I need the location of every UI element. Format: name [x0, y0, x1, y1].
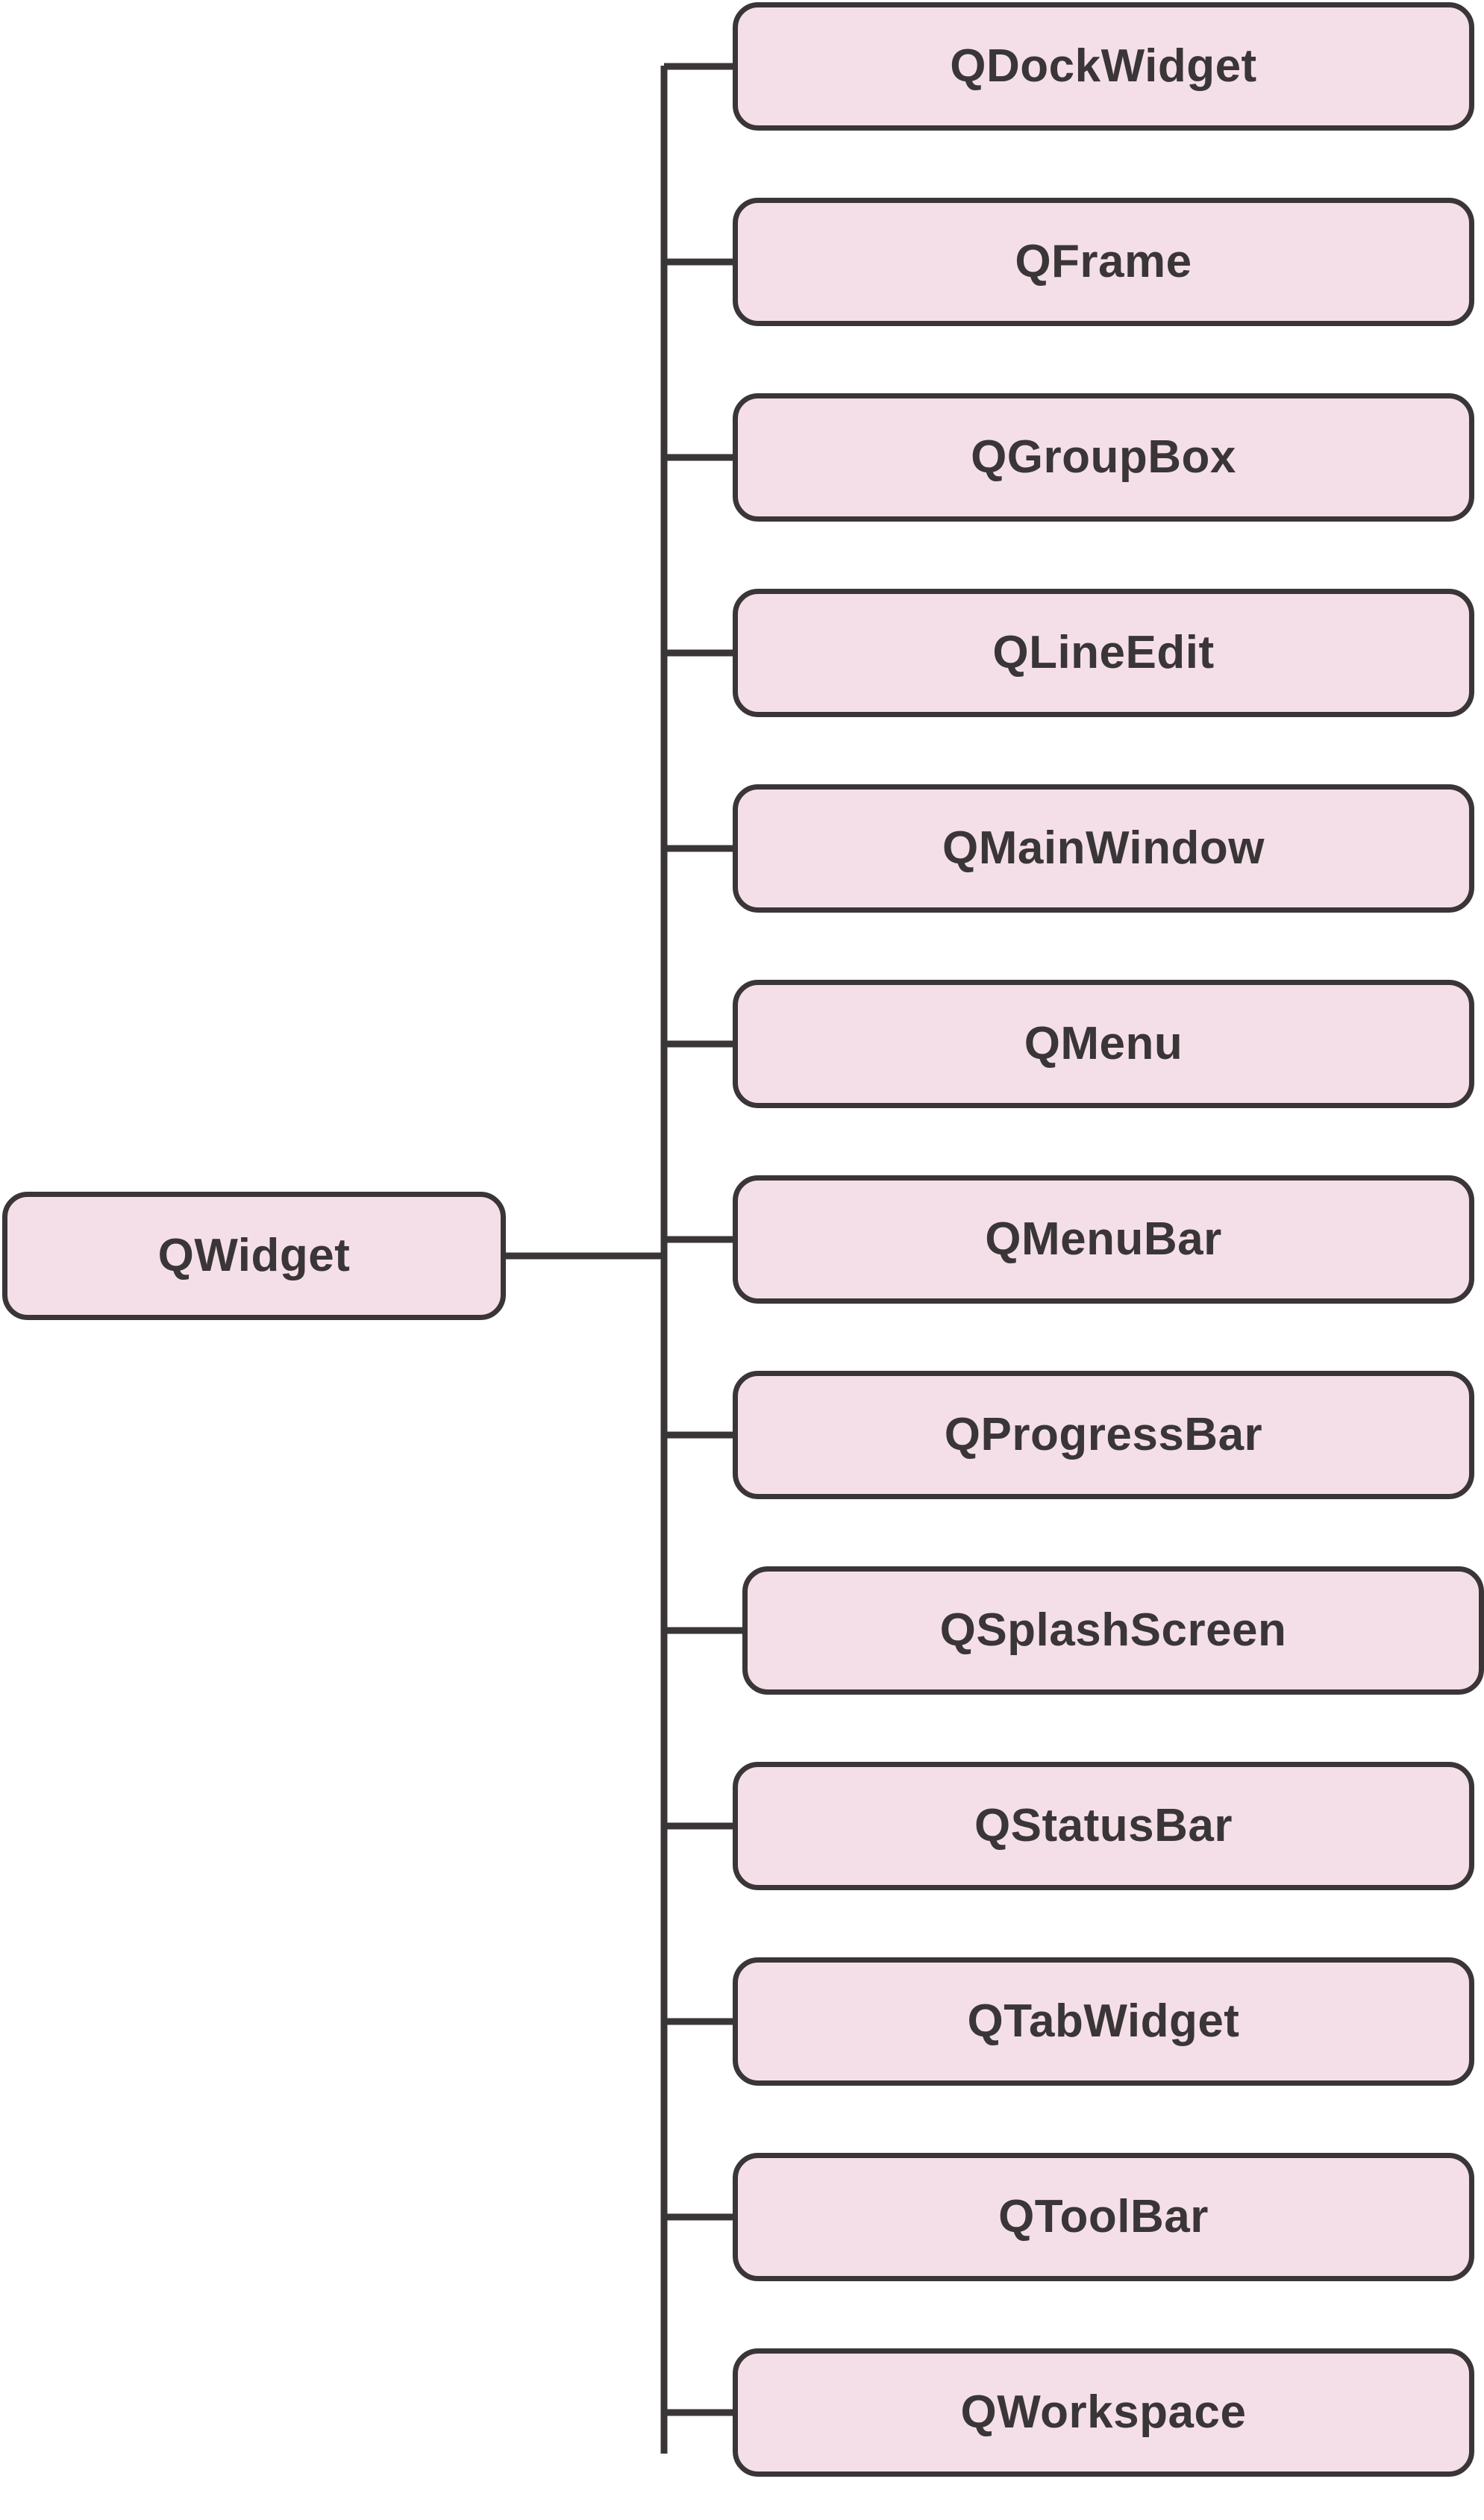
node-label: QWorkspace: [960, 2386, 1247, 2438]
node-qprogressbar[interactable]: QProgressBar: [733, 1371, 1474, 1499]
node-label: QMenu: [1024, 1018, 1183, 1069]
node-qstatusbar[interactable]: QStatusBar: [733, 1762, 1474, 1890]
node-qdockwidget[interactable]: QDockWidget: [733, 2, 1474, 131]
node-label: QStatusBar: [974, 1800, 1233, 1851]
node-label: QDockWidget: [950, 40, 1257, 92]
node-label: QToolBar: [998, 2191, 1209, 2242]
node-label: QMenuBar: [985, 1213, 1222, 1265]
node-qwidget[interactable]: QWidget: [2, 1192, 506, 1320]
node-qtoolbar[interactable]: QToolBar: [733, 2153, 1474, 2281]
node-label: QFrame: [1015, 236, 1192, 287]
node-label: QTabWidget: [967, 1995, 1240, 2047]
node-qtabwidget[interactable]: QTabWidget: [733, 1957, 1474, 2086]
node-qmenubar[interactable]: QMenuBar: [733, 1175, 1474, 1304]
node-qmenu[interactable]: QMenu: [733, 980, 1474, 1108]
node-label: QSplashScreen: [939, 1604, 1287, 1656]
node-label: QGroupBox: [971, 431, 1236, 483]
node-label: QWidget: [157, 1230, 351, 1281]
node-qsplashscreen[interactable]: QSplashScreen: [742, 1566, 1484, 1695]
node-label: QMainWindow: [942, 822, 1265, 874]
node-label: QProgressBar: [944, 1409, 1263, 1460]
node-qframe[interactable]: QFrame: [733, 198, 1474, 326]
node-label: QLineEdit: [992, 627, 1215, 678]
node-qgroupbox[interactable]: QGroupBox: [733, 393, 1474, 522]
node-qlineedit[interactable]: QLineEdit: [733, 589, 1474, 717]
node-qmainwindow[interactable]: QMainWindow: [733, 784, 1474, 913]
node-qworkspace[interactable]: QWorkspace: [733, 2348, 1474, 2477]
